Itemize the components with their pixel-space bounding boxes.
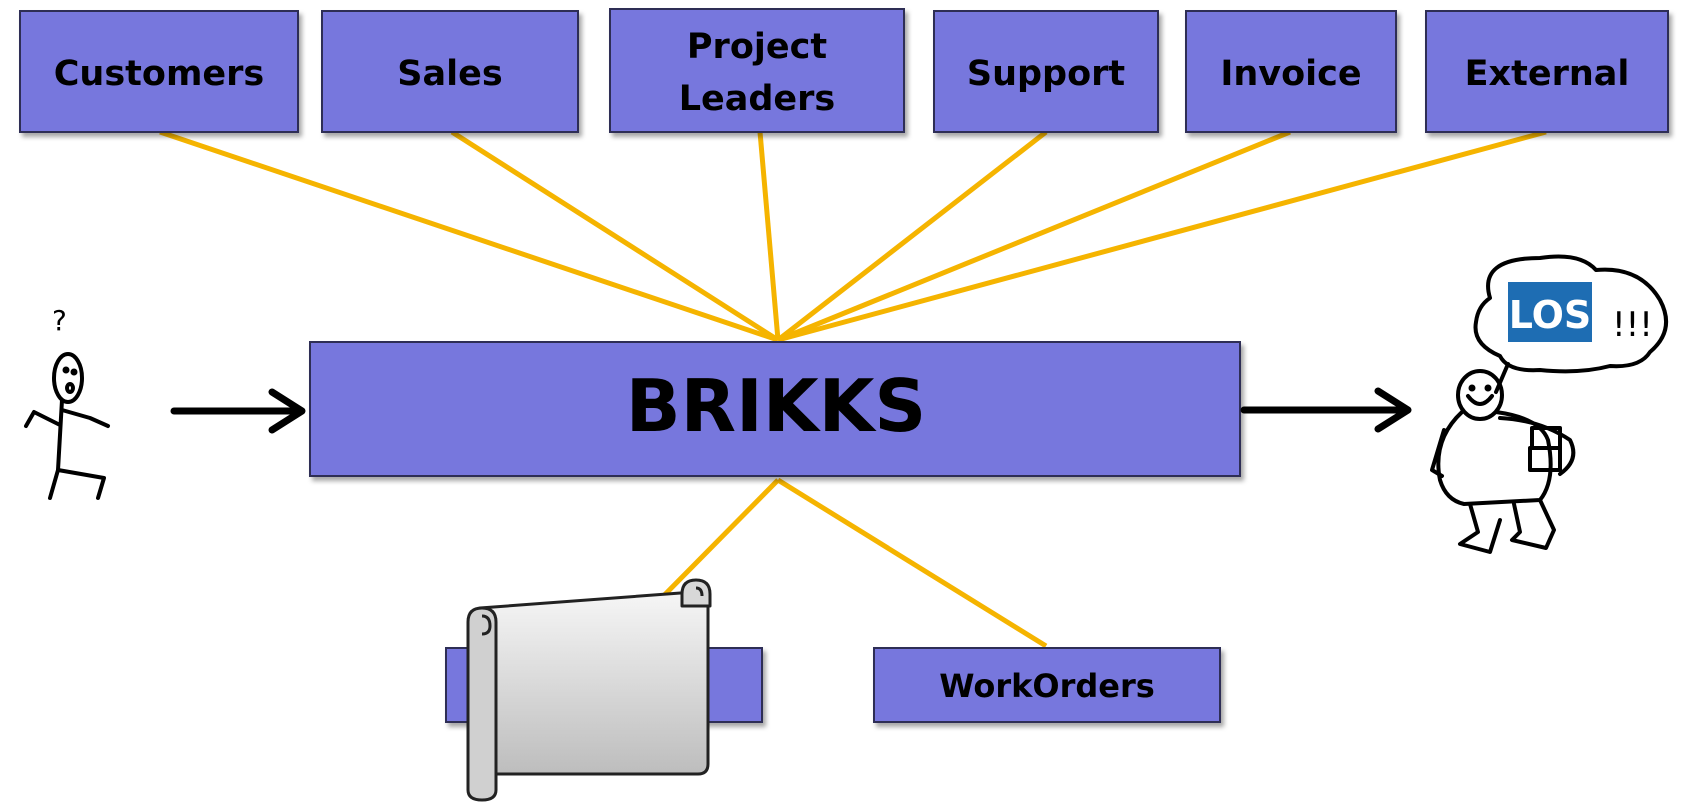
top-box-support: Support bbox=[933, 10, 1159, 133]
top-box-customers: Customers bbox=[19, 10, 299, 133]
thought-bubble bbox=[1473, 254, 1669, 374]
box-label: Customers bbox=[54, 54, 265, 94]
output-arrow bbox=[1240, 387, 1412, 433]
document-scroll-icon bbox=[466, 578, 712, 802]
connector-external bbox=[777, 129, 1547, 343]
confused-stick-figure-icon: ? bbox=[24, 304, 110, 500]
center-box-label: BRIKKS bbox=[626, 364, 927, 448]
exclamation-text: !!! bbox=[1612, 305, 1653, 345]
box-label: Invoice bbox=[1220, 54, 1361, 94]
top-box-external: External bbox=[1425, 10, 1669, 133]
top-box-sales: Sales bbox=[321, 10, 579, 133]
connector-lines bbox=[159, 129, 1547, 649]
question-mark: ? bbox=[52, 304, 67, 337]
box-label-line2: Leaders bbox=[679, 79, 836, 119]
box-label: WorkOrders bbox=[939, 667, 1155, 705]
logo-text: LOS bbox=[1509, 293, 1592, 337]
box-label-line1: Project bbox=[687, 27, 827, 67]
box-label: External bbox=[1465, 54, 1630, 94]
connector-customers bbox=[159, 129, 779, 343]
center-box-brikks: BRIKKS bbox=[309, 341, 1241, 477]
connector-workorders bbox=[776, 477, 1048, 649]
top-box-project-leaders: Project Leaders bbox=[609, 8, 905, 133]
bottom-box-workorders: WorkOrders bbox=[873, 647, 1221, 723]
happy-stick-figure-icon: LOS !!! bbox=[1430, 254, 1669, 554]
box-label: Sales bbox=[397, 54, 502, 94]
connector-sales bbox=[450, 129, 780, 343]
los-logo-icon: LOS bbox=[1508, 282, 1592, 342]
box-label: Support bbox=[967, 54, 1125, 94]
top-box-invoice: Invoice bbox=[1185, 10, 1397, 133]
input-arrow bbox=[170, 388, 306, 434]
connector-invoice bbox=[777, 129, 1291, 343]
connector-support bbox=[776, 130, 1048, 342]
connector-project-leaders bbox=[757, 131, 781, 341]
